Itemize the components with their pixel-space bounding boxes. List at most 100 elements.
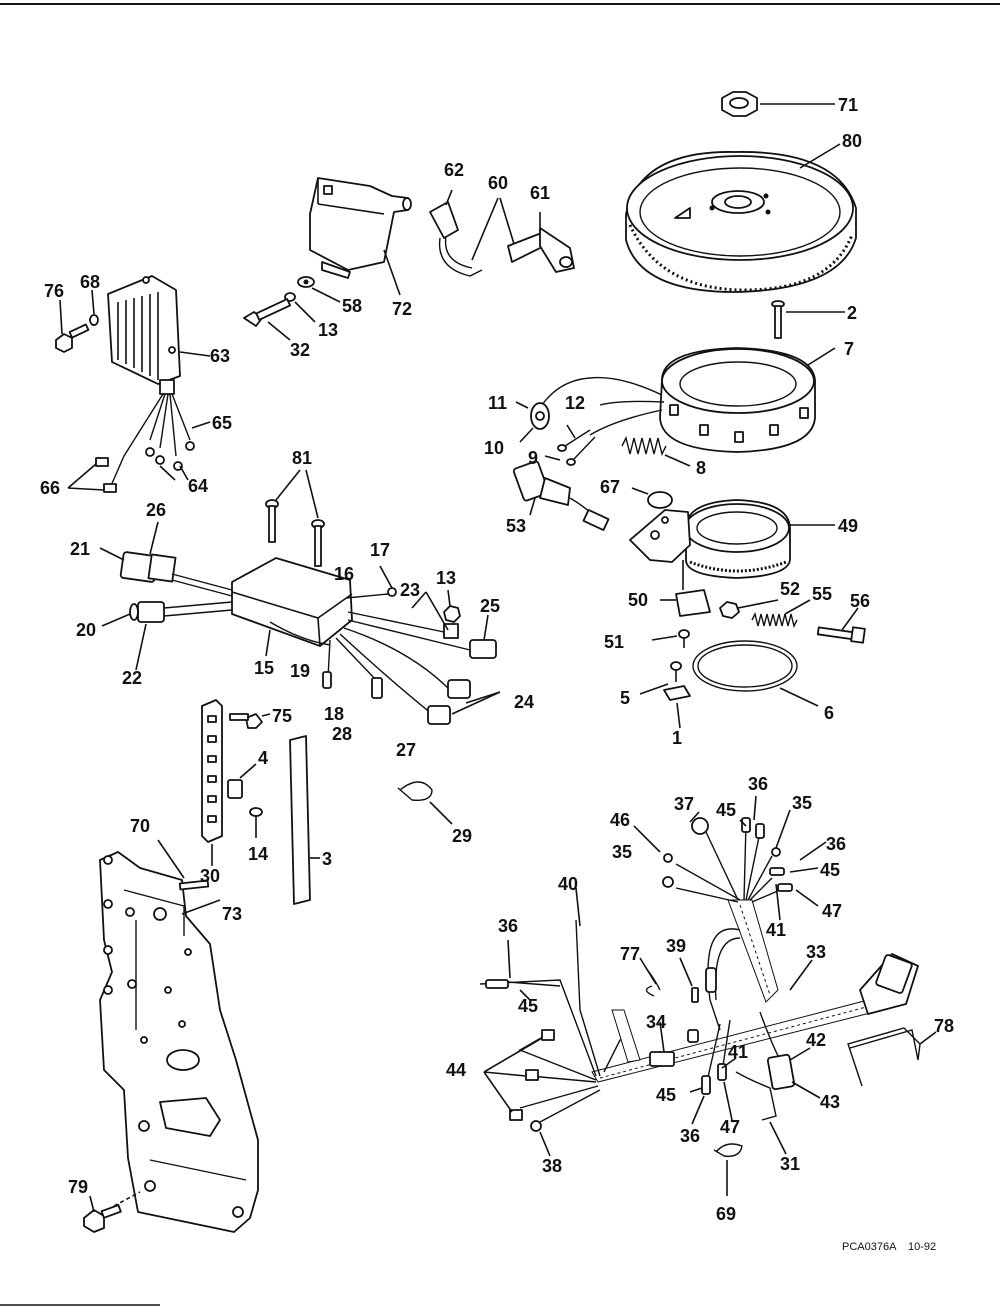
callout-8: 8 — [696, 458, 706, 478]
callout-1: 1 — [672, 728, 682, 748]
part-14-screw — [249, 807, 263, 838]
callout-69: 69 — [716, 1204, 736, 1224]
part-21-26-connector — [99, 521, 233, 597]
callout-36a: 36 — [748, 774, 768, 794]
callout-36c: 36 — [498, 916, 518, 936]
callout-35a: 35 — [792, 793, 812, 813]
part-1-clip — [663, 685, 691, 729]
part-5-screw — [639, 661, 682, 695]
part-70-bolt — [157, 839, 210, 891]
part-4-clip — [227, 763, 257, 799]
date-code: 10-92 — [908, 1241, 936, 1253]
callout-32: 32 — [290, 340, 310, 360]
callout-72: 72 — [392, 299, 412, 319]
callout-21: 21 — [70, 539, 90, 559]
callout-51: 51 — [604, 632, 624, 652]
part-80-flywheel — [625, 143, 857, 293]
part-75-screw — [229, 713, 271, 729]
callout-36d: 36 — [680, 1126, 700, 1146]
part-63-rectifier — [107, 275, 211, 385]
callout-28: 28 — [332, 724, 352, 744]
part-62-spark-plug-boot — [429, 189, 483, 277]
callout-66: 66 — [40, 478, 60, 498]
callout-23: 23 — [400, 580, 420, 600]
power-pack-leads — [322, 565, 501, 725]
part-55-spring — [751, 599, 811, 629]
callout-26: 26 — [146, 500, 166, 520]
part-6-ring — [692, 640, 819, 707]
callout-10: 10 — [484, 438, 504, 458]
part-20-22-connector — [101, 601, 233, 671]
part-49-timer-base — [629, 499, 835, 579]
part-29-strap — [397, 781, 453, 825]
part-7-stator — [541, 347, 836, 453]
callout-41b: 41 — [728, 1042, 748, 1062]
reference-code: PCA0376A — [842, 1241, 897, 1253]
callout-13b: 13 — [436, 568, 456, 588]
callout-45c: 45 — [518, 996, 538, 1016]
callout-20: 20 — [76, 620, 96, 640]
callout-41a: 41 — [766, 920, 786, 940]
callout-22: 22 — [122, 668, 142, 688]
callout-63: 63 — [210, 346, 230, 366]
callout-2: 2 — [847, 303, 857, 323]
part-71-flywheel-nut — [721, 91, 835, 117]
callout-labels: 71 80 2 7 11 12 10 9 8 67 53 49 50 52 55… — [40, 95, 954, 1224]
callout-53: 53 — [506, 516, 526, 536]
part-8-spring — [621, 435, 691, 467]
callout-80: 80 — [842, 131, 862, 151]
part-73-mounting-plate — [99, 851, 259, 1233]
callout-71: 71 — [838, 95, 858, 115]
part-2-screw — [771, 300, 845, 339]
callout-43: 43 — [820, 1092, 840, 1112]
part-67-plug — [631, 487, 673, 509]
part-52-nut — [719, 599, 779, 619]
callout-35b: 35 — [612, 842, 632, 862]
part-81-screws — [265, 469, 325, 567]
part-53-connector — [512, 460, 610, 531]
callout-40: 40 — [558, 874, 578, 894]
callout-4: 4 — [258, 748, 268, 768]
part-51-screw — [651, 629, 690, 648]
callout-78: 78 — [934, 1016, 954, 1036]
callout-56: 56 — [850, 591, 870, 611]
callout-55: 55 — [812, 584, 832, 604]
part-58-washer — [297, 276, 341, 303]
callout-27: 27 — [396, 740, 416, 760]
callout-79: 79 — [68, 1177, 88, 1197]
callout-49: 49 — [838, 516, 858, 536]
callout-46: 46 — [610, 810, 630, 830]
part-10-11-connector — [515, 401, 550, 443]
callout-24: 24 — [514, 692, 534, 712]
callout-15: 15 — [254, 658, 274, 678]
callout-50: 50 — [628, 590, 648, 610]
callout-14: 14 — [248, 844, 268, 864]
callout-58: 58 — [342, 296, 362, 316]
callout-5: 5 — [620, 688, 630, 708]
callout-81: 81 — [292, 448, 312, 468]
callout-67: 67 — [600, 477, 620, 497]
callout-73: 73 — [222, 904, 242, 924]
part-13-washer — [284, 292, 316, 323]
callout-52: 52 — [780, 579, 800, 599]
harness-lower-leaders — [483, 1037, 821, 1157]
callout-61: 61 — [530, 183, 550, 203]
callout-11: 11 — [488, 393, 507, 413]
part-65-64-66-leads — [67, 379, 211, 493]
part-78-bracket — [847, 1027, 937, 1087]
part-13b-nut — [443, 589, 461, 623]
callout-6: 6 — [824, 703, 834, 723]
callout-75: 75 — [272, 706, 292, 726]
part-33-wire-harness — [479, 899, 919, 1132]
part-61-spark-plug-boot — [507, 212, 575, 273]
callout-25: 25 — [480, 596, 500, 616]
callout-13a: 13 — [318, 320, 338, 340]
part-69-clamp — [713, 1143, 743, 1196]
part-30-terminal-block — [201, 699, 223, 866]
part-60-leaders — [471, 197, 515, 261]
callout-29: 29 — [452, 826, 472, 846]
part-76-68-bolt — [55, 289, 99, 353]
callout-34: 34 — [646, 1012, 666, 1032]
callout-77: 77 — [620, 944, 640, 964]
